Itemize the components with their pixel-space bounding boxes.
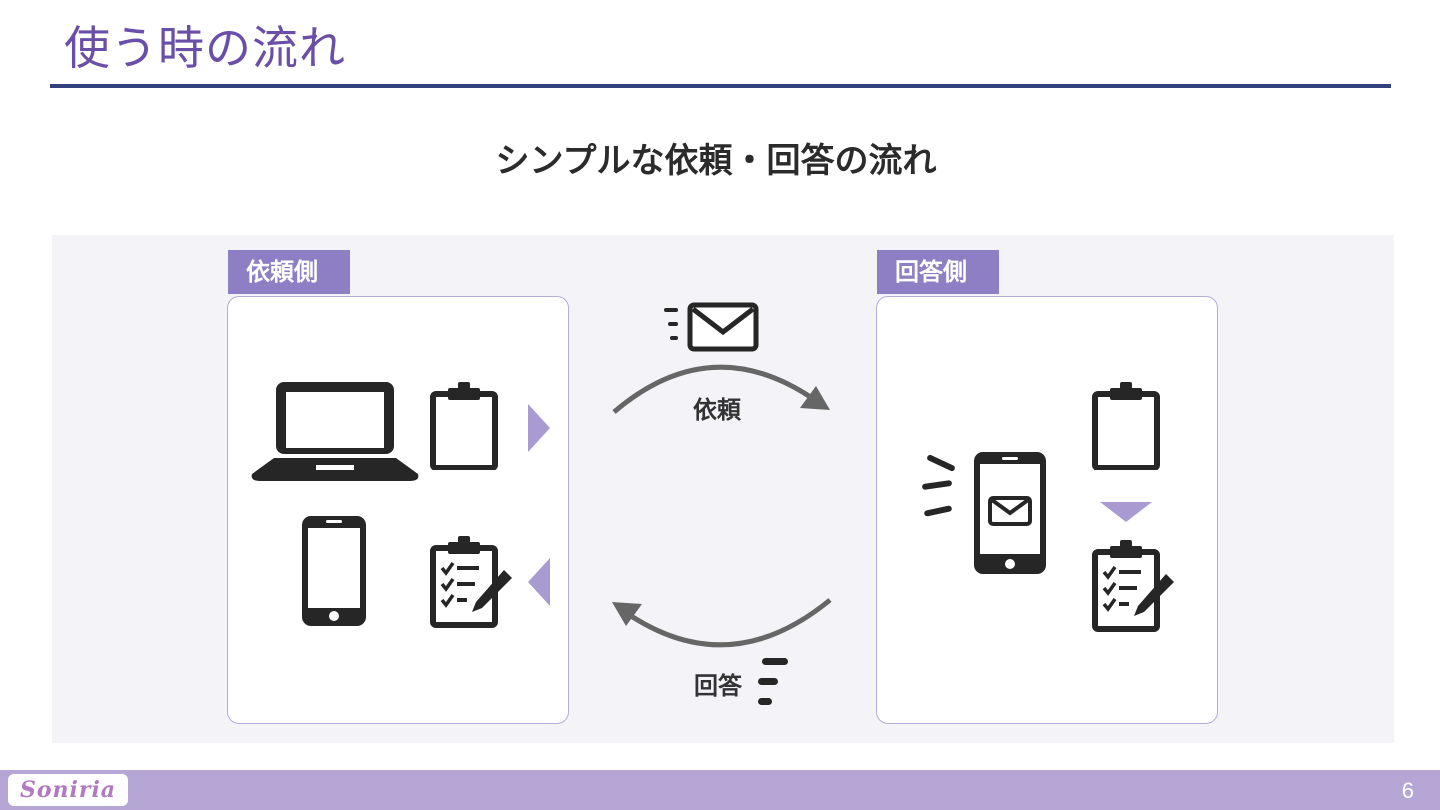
requester-tag: 依頼側: [228, 250, 350, 294]
blank-clipboard-icon: [430, 382, 498, 470]
footer-bar: [0, 770, 1440, 810]
slide-subtitle: シンプルな依頼・回答の流れ: [495, 141, 937, 181]
page-number: 6: [1401, 778, 1414, 803]
blank-clipboard-icon: [1092, 382, 1160, 470]
requester-card: [227, 296, 569, 724]
arrow-down-triangle-icon: [1100, 502, 1152, 522]
filled-checklist-icon: [430, 536, 512, 628]
answer-label: 回答: [694, 672, 742, 700]
responder-tag: 回答側: [877, 250, 999, 294]
reply-lines-icon: [758, 658, 788, 705]
mail-send-icon: [664, 302, 759, 352]
smartphone-icon: [302, 516, 366, 626]
request-label: 依頼: [693, 396, 741, 424]
arrow-left-triangle-icon: [528, 558, 550, 606]
answer-flow-arrow: [612, 598, 832, 648]
request-flow-arrow: [612, 364, 830, 414]
filled-checklist-icon: [1092, 540, 1174, 632]
arrow-right-triangle-icon: [528, 404, 550, 452]
page-title: 使う時の流れ: [64, 21, 346, 75]
title-divider: [50, 84, 1391, 88]
laptop-icon: [251, 382, 419, 481]
smartphone-mail-icon: [922, 452, 1046, 574]
brand-logo: Soniria: [8, 774, 128, 806]
